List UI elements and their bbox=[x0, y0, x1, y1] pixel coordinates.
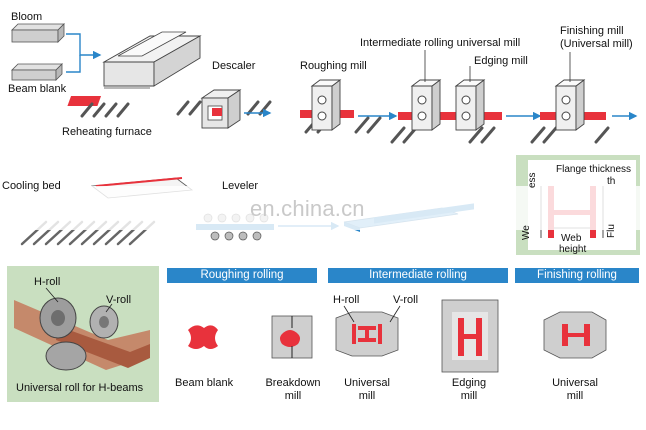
intermediate-rolling-band: Intermediate rolling bbox=[328, 268, 508, 283]
feed-arrows bbox=[66, 33, 102, 73]
universal-roll-caption: Universal roll for H-beams bbox=[16, 382, 144, 394]
h-roll-label: H-roll bbox=[34, 276, 61, 288]
inter-universal-mill-label-line1: Universal bbox=[344, 377, 390, 389]
web-height-label-line2: height bbox=[559, 244, 587, 255]
descaler-icon bbox=[200, 89, 242, 129]
beam-blank-shape-icon bbox=[188, 325, 218, 349]
flange-width-label: Flu bbox=[606, 224, 617, 238]
bloom-label: Bloom bbox=[11, 11, 43, 23]
v-roll-label: V-roll bbox=[106, 294, 132, 306]
inter-h-roll-label: H-roll bbox=[333, 294, 360, 306]
finishing-mill-stand-icon bbox=[540, 79, 606, 131]
finishing-mill-label-line2: (Universal mill) bbox=[560, 38, 633, 50]
web-thickness-suffix-label: ess bbox=[527, 172, 538, 188]
inter-v-roll-label: V-roll bbox=[393, 294, 419, 306]
watermark-text: en.china.cn bbox=[250, 196, 365, 221]
beam-blank-block-icon bbox=[11, 63, 63, 81]
intermediate-mill-label: Intermediate rolling universal mill bbox=[360, 37, 521, 49]
web-height-label-line1: Web bbox=[561, 233, 582, 244]
edging-mill-stand-icon bbox=[454, 79, 486, 131]
flange-thickness-label: Flange thickness bbox=[556, 164, 632, 175]
beam-blank-shape-label: Beam blank bbox=[175, 377, 234, 389]
label-leader-lines bbox=[424, 50, 571, 82]
edging-mill-icon bbox=[441, 299, 499, 373]
roughing-rolling-band: Roughing rolling bbox=[167, 268, 317, 283]
reheating-furnace-label: Reheating furnace bbox=[62, 126, 152, 138]
breakdown-mill-icon bbox=[271, 315, 313, 359]
universal-roll-panel bbox=[7, 266, 159, 402]
descaler-label: Descaler bbox=[212, 60, 256, 72]
inter-universal-mill-label-line2: mill bbox=[358, 390, 376, 402]
breakdown-mill-label-line2: mill bbox=[284, 390, 302, 402]
finish-universal-mill-label-line2: mill bbox=[566, 390, 584, 402]
finishing-universal-mill-icon bbox=[543, 311, 607, 359]
edging-mill-label: Edging mill bbox=[474, 55, 528, 67]
intermediate-mill-stand-icon bbox=[398, 79, 502, 131]
finishing-rolling-band: Finishing rolling bbox=[515, 268, 639, 283]
watermark-band bbox=[0, 186, 646, 230]
roller-table-top bbox=[80, 100, 610, 144]
intermediate-universal-mill-icon bbox=[335, 305, 401, 357]
finishing-mill-label-line1: Finishing mill bbox=[560, 25, 624, 37]
web-thickness-label: We bbox=[521, 225, 532, 240]
th-label: th bbox=[607, 176, 616, 187]
reheating-furnace-icon bbox=[67, 31, 202, 106]
breakdown-mill-label-line1: Breakdown bbox=[265, 377, 321, 389]
edging-mill-shape-label-line2: mill bbox=[460, 390, 478, 402]
roughing-mill-label: Roughing mill bbox=[300, 60, 367, 72]
cooling-bed-label: Cooling bed bbox=[2, 180, 61, 192]
beam-blank-label: Beam blank bbox=[8, 83, 67, 95]
leveler-label: Leveler bbox=[222, 180, 259, 192]
edging-mill-shape-label-line1: Edging bbox=[451, 377, 487, 389]
bloom-block-icon bbox=[11, 23, 65, 43]
roughing-mill-stand-icon bbox=[300, 79, 354, 131]
finish-universal-mill-label-line1: Universal bbox=[552, 377, 598, 389]
